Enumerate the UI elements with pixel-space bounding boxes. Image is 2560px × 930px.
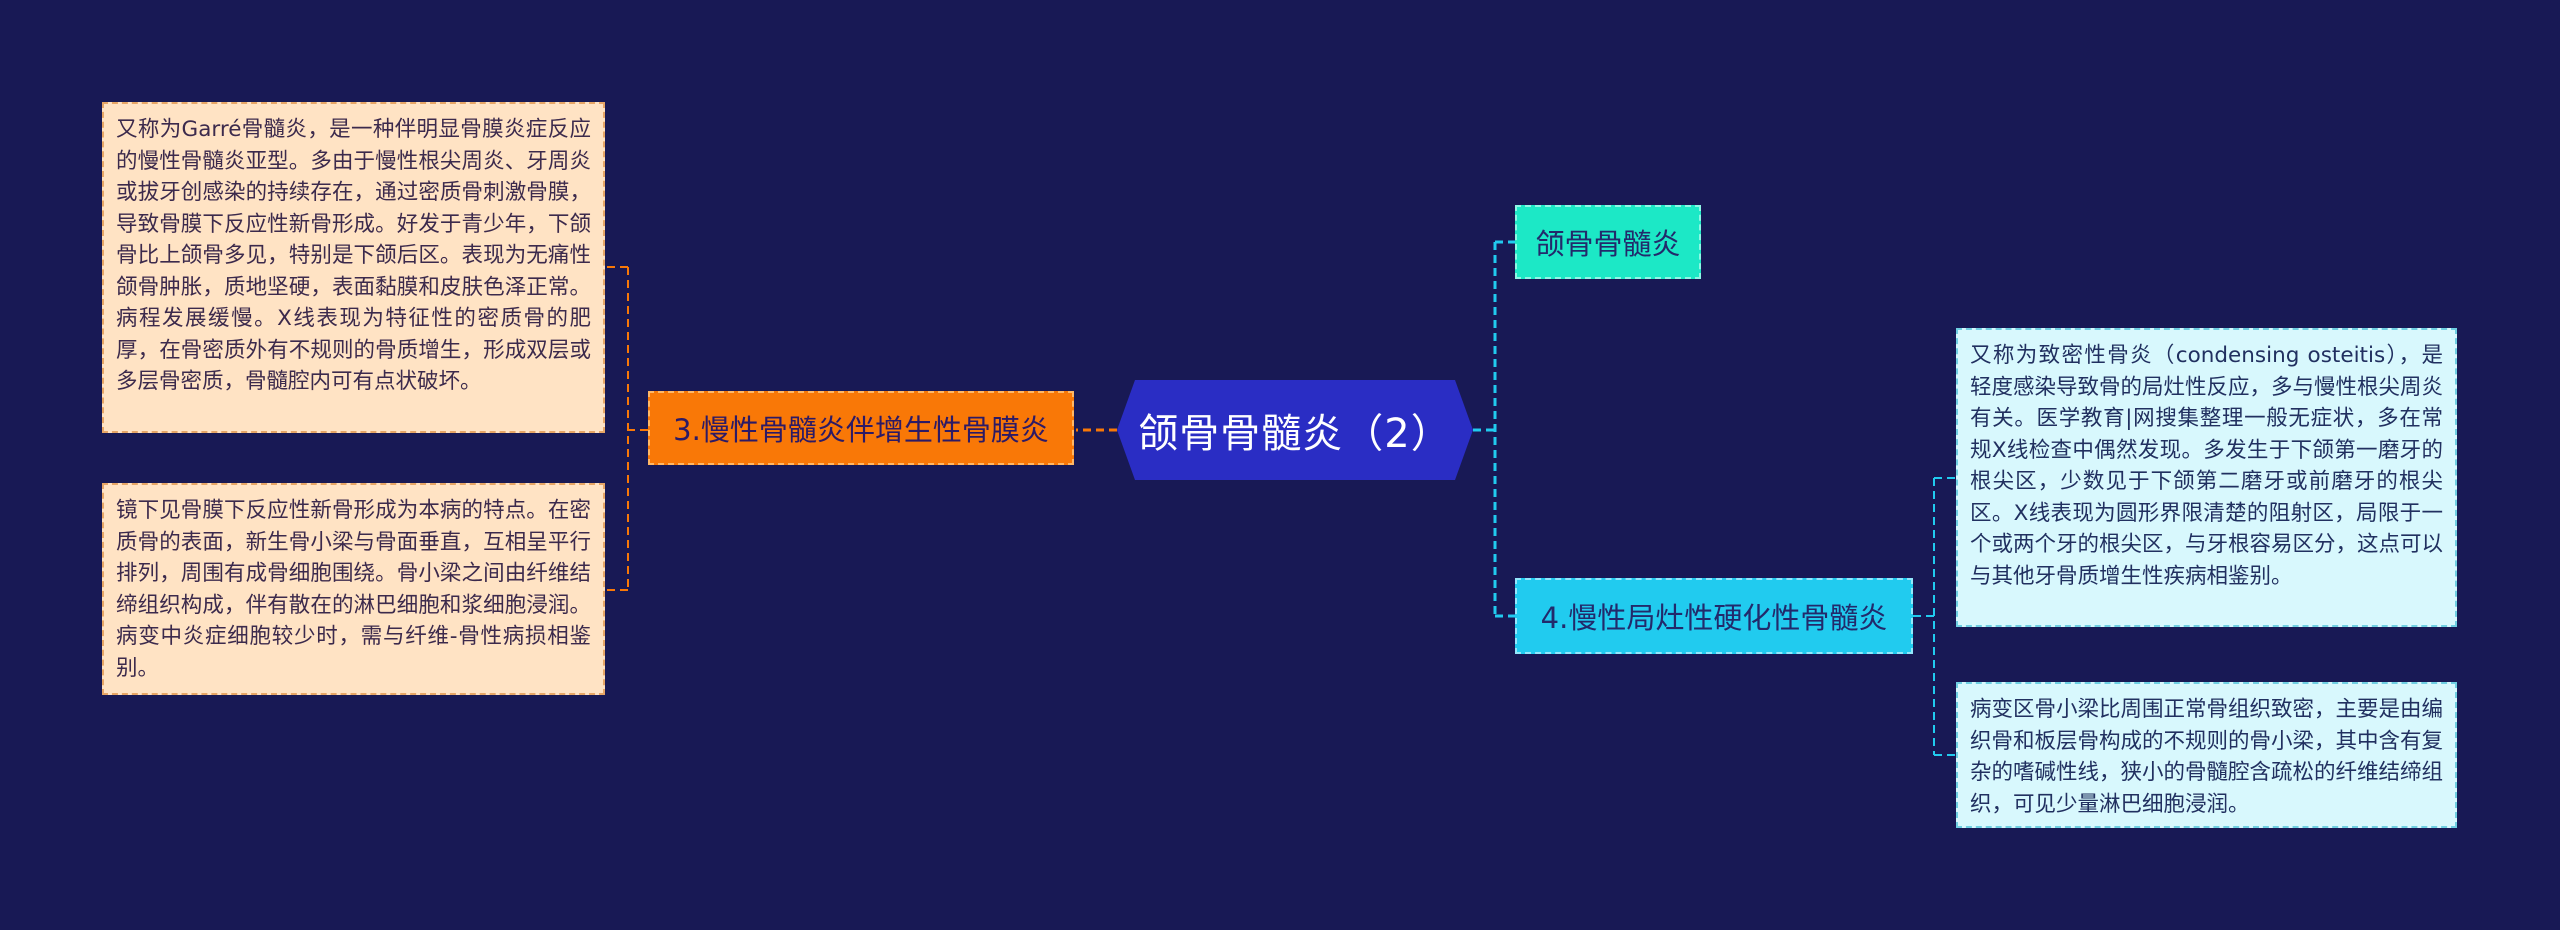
note-histology-periostitis[interactable]: 镜下见骨膜下反应性新骨形成为本病的特点。在密质骨的表面，新生骨小梁与骨面垂直，互… <box>102 483 605 695</box>
branch-chronic-osteomyelitis-periostitis[interactable]: 3.慢性骨髓炎伴增生性骨膜炎 <box>648 391 1074 465</box>
root-topic-label: 颌骨骨髓炎（2） <box>1138 411 1452 457</box>
branch-right-bottom-label: 4.慢性局灶性硬化性骨髓炎 <box>1540 601 1888 635</box>
branch-focal-sclerosing-osteomyelitis[interactable]: 4.慢性局灶性硬化性骨髓炎 <box>1515 578 1913 654</box>
branch-jaw-osteomyelitis[interactable]: 颌骨骨髓炎 <box>1515 205 1701 279</box>
note-garre-osteomyelitis[interactable]: 又称为Garré骨髓炎，是一种伴明显骨膜炎症反应的慢性骨髓炎亚型。多由于慢性根尖… <box>102 102 605 433</box>
connector-left-notes <box>607 266 648 591</box>
root-topic[interactable]: 颌骨骨髓炎（2） <box>1117 380 1473 480</box>
root-hexagon-shape <box>1117 380 1473 480</box>
connector-right-notes <box>1913 477 1956 756</box>
connector-root-right <box>1473 240 1515 618</box>
branch-right-top-label: 颌骨骨髓炎 <box>1535 227 1681 261</box>
note-condensing-osteitis[interactable]: 又称为致密性骨炎（condensing osteitis），是轻度感染导致骨的局… <box>1956 328 2457 627</box>
note-histology-sclerosing[interactable]: 病变区骨小梁比周围正常骨组织致密，主要是由编织骨和板层骨构成的不规则的骨小梁，其… <box>1956 682 2457 828</box>
branch-left-label: 3.慢性骨髓炎伴增生性骨膜炎 <box>673 413 1049 447</box>
